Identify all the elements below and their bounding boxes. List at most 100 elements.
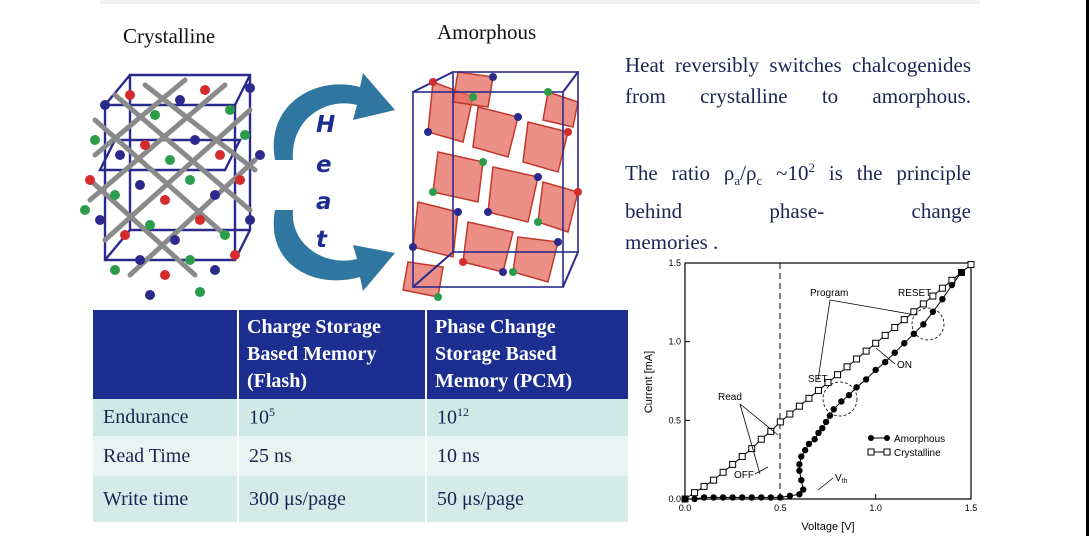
crystalline-point [814, 386, 822, 394]
legend-crystalline: Crystalline [894, 448, 941, 459]
amorphous-point [691, 495, 698, 503]
amorphous-point [826, 412, 834, 419]
set-circle [822, 381, 858, 417]
amorphous-point [801, 447, 809, 454]
x-tick-label: 0.0 [679, 503, 692, 513]
row-label-endurance: Endurance [93, 399, 238, 436]
amorphous-point [811, 436, 818, 443]
x-tick-label: 1.5 [965, 503, 978, 513]
pcm-write-time: 50 μs/page [425, 476, 628, 522]
crystalline-label: Crystalline [123, 24, 216, 48]
amorphous-point [796, 491, 803, 498]
table-row: Write time 300 μs/page 50 μs/page [93, 476, 628, 522]
x-tick-label: 0.5 [774, 503, 787, 513]
table-header-empty [93, 310, 238, 399]
amorphous-point [910, 330, 917, 337]
amorphous-point [796, 461, 803, 468]
heat-letter-a: a [316, 189, 332, 215]
description-paragraph-2: The ratio ρa/ρc ~102 is the principle be… [625, 160, 971, 255]
annotation-on: ON [897, 360, 912, 371]
legend-crystalline-marker [867, 448, 875, 456]
y-axis-label: Current [mA] [643, 351, 655, 413]
amorphous-structure-illustration [402, 71, 582, 301]
table-header-flash: Charge Storage Based Memory (Flash) [237, 310, 426, 399]
pcm-endurance: 1012 [425, 399, 628, 436]
table-row: Read Time 25 ns 10 ns [93, 436, 628, 476]
crystalline-point [805, 394, 813, 402]
reset-circle [911, 307, 945, 341]
memory-comparison-table: Charge Storage Based Memory (Flash) Phas… [93, 310, 628, 522]
crystalline-point [776, 418, 784, 426]
crystalline-point [738, 453, 746, 461]
amorphous-point [710, 494, 717, 501]
amorphous-point [777, 494, 784, 501]
amorphous-point [805, 440, 813, 448]
crystalline-point [710, 476, 718, 484]
crystalline-point [891, 324, 899, 332]
amorphous-point [939, 295, 946, 303]
crystalline-point [862, 347, 870, 355]
amorphous-point [920, 321, 927, 328]
legend-amorphous-marker [868, 435, 874, 441]
table-header-row: Charge Storage Based Memory (Flash) Phas… [93, 310, 628, 399]
crystalline-point [834, 371, 842, 379]
heat-cycle-arrows [273, 73, 395, 291]
annotation-vth: Vth [835, 473, 848, 485]
flash-read-time: 25 ns [237, 436, 426, 476]
crystalline-point [910, 308, 918, 316]
crystalline-point [843, 363, 851, 371]
amorphous-point [819, 425, 826, 432]
amorphous-point [815, 429, 822, 437]
amorphous-point [845, 391, 853, 399]
crystalline-point [919, 300, 927, 308]
crystalline-point [900, 316, 908, 324]
annotation-reset: RESET [898, 288, 931, 299]
iv-characteristic-chart: 0.0 0.5 1.0 1.5 0.0 0.5 1.0 1.5 Current [mA] Vo… [643, 258, 978, 533]
crystalline-point [691, 489, 699, 497]
top-rule [100, 0, 980, 4]
amorphous-point [798, 476, 805, 484]
pcm-read-time: 10 ns [425, 436, 628, 476]
heat-letter-h: H [316, 112, 336, 138]
amorphous-point [872, 366, 879, 374]
crystalline-point [719, 468, 727, 476]
amorphous-point [748, 494, 755, 501]
crystalline-point [881, 331, 889, 339]
heat-letter-e: e [316, 152, 332, 178]
crystalline-point [757, 435, 765, 443]
amorphous-point [758, 494, 765, 501]
crystalline-point [824, 379, 832, 387]
amorphous-point [767, 494, 774, 501]
amorphous-point [681, 495, 689, 503]
crystalline-point [795, 402, 803, 410]
x-tick-label: 1.0 [869, 503, 882, 513]
amorphous-point [729, 494, 736, 501]
amorphous-point [948, 281, 956, 289]
crystalline-point [872, 339, 880, 347]
chart-legend: Amorphous Crystalline [867, 434, 945, 459]
y-tick-label: 1.5 [668, 258, 681, 268]
crystalline-lattice-illustration [80, 73, 265, 300]
crystalline-point [786, 410, 794, 418]
amorphous-point [862, 376, 870, 383]
crystalline-point [967, 261, 975, 269]
heat-letter-t: t [316, 227, 327, 253]
y-tick-label: 0.0 [668, 494, 681, 504]
row-label-read-time: Read Time [93, 436, 238, 476]
annotation-off: OFF [734, 470, 754, 481]
flash-write-time: 300 μs/page [237, 476, 426, 522]
flash-endurance: 105 [237, 399, 426, 436]
amorphous-point [796, 467, 803, 474]
amorphous-point [901, 340, 908, 347]
y-tick-label: 0.5 [668, 415, 681, 425]
x-axis-label: Voltage [V] [801, 521, 854, 533]
crystalline-point [853, 355, 861, 363]
y-tick-label: 1.0 [668, 337, 681, 347]
crystalline-point [748, 445, 756, 453]
amorphous-point [719, 494, 727, 501]
amorphous-point [800, 486, 807, 493]
crystalline-point [929, 292, 937, 300]
amorphous-point [822, 418, 830, 426]
crystalline-point [729, 460, 737, 468]
crystalline-point [938, 284, 946, 292]
